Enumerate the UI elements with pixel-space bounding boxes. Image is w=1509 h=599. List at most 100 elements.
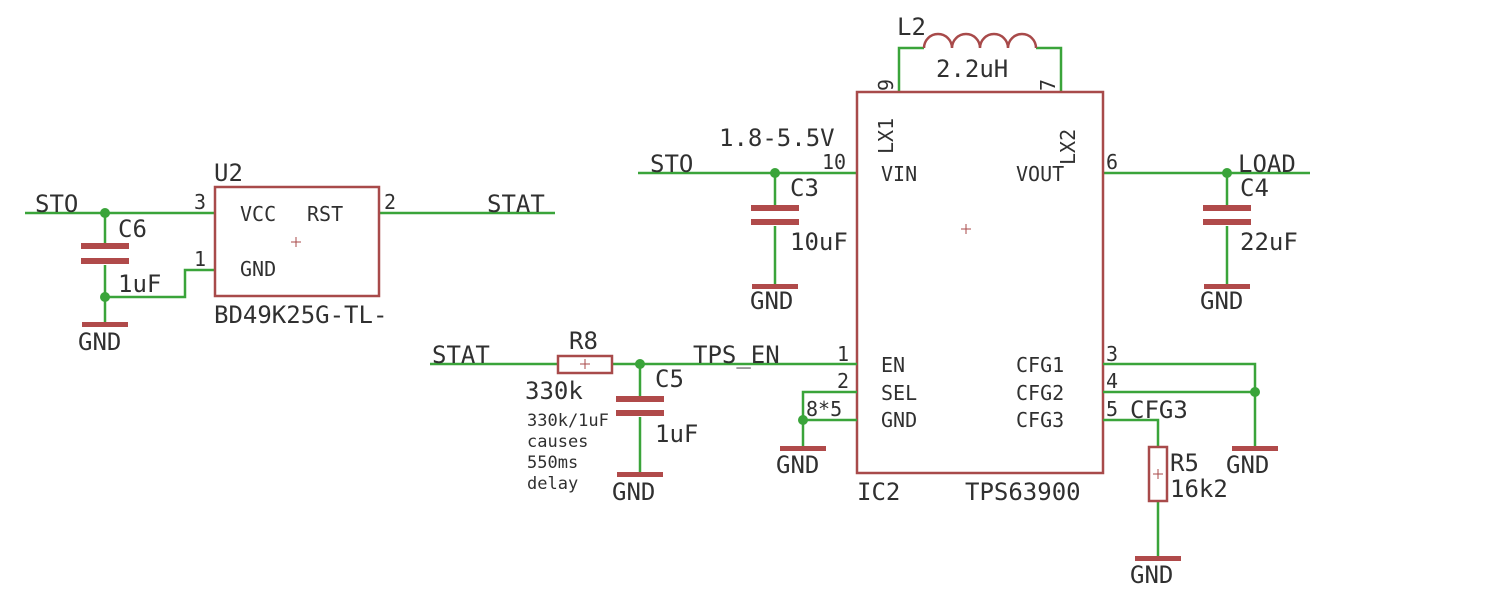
cfg3-wire[interactable]: [1103, 418, 1160, 447]
u2-origin-cross: [291, 237, 301, 247]
c5-plate-bottom[interactable]: [616, 410, 664, 416]
ic2-section: L2 2.2uH LX1 LX2 9 7 VIN VOUT EN SEL GND…: [638, 13, 1310, 506]
ic2-pin-sel: SEL: [881, 381, 917, 405]
u2-value: BD49K25G-TL-: [214, 301, 387, 329]
u2-gnd-wire[interactable]: [105, 268, 215, 299]
delay-note-line-3: 550ms: [527, 453, 578, 473]
net-label-stat-r8: STAT: [432, 341, 490, 369]
sel-gnd-wire[interactable]: [801, 390, 857, 447]
junction-c6-gnd: [100, 292, 110, 302]
l2-designator: L2: [897, 13, 926, 41]
u2-pin-number-vcc: 3: [194, 190, 206, 214]
ic2-pin-number-cfg1: 3: [1106, 342, 1118, 366]
c4-designator: C4: [1240, 174, 1269, 202]
ic2-value: TPS63900: [965, 478, 1081, 506]
delay-note-line-1: 330k/1uF: [527, 411, 609, 431]
c6-designator: C6: [118, 215, 147, 243]
u2-pin-number-gnd: 1: [194, 247, 206, 271]
ic2-origin-cross: [961, 224, 971, 234]
junction-sto-c6: [100, 208, 110, 218]
u2-pin-gnd: GND: [240, 257, 276, 281]
r8-body[interactable]: [556, 354, 614, 375]
ic2-body[interactable]: [855, 90, 1105, 475]
gnd-symbol-sel[interactable]: [780, 446, 826, 451]
gnd-label-sel: GND: [776, 451, 819, 479]
ic2-pin-number-cfg3: 5: [1106, 397, 1118, 421]
enable-section: R8 330k 330k/1uF causes 550ms delay C5 1…: [430, 327, 857, 506]
gnd-symbol-c5[interactable]: [617, 472, 663, 477]
junction-cfg: [1250, 387, 1260, 397]
junction-sto-c3: [770, 168, 780, 178]
gnd-label-cfg: GND: [1226, 451, 1269, 479]
ic2-pin-number-vout: 6: [1106, 150, 1118, 174]
gnd-label-c3: GND: [750, 287, 793, 315]
c5-value: 1uF: [655, 420, 698, 448]
junction-sel-gnd: [798, 415, 808, 425]
u2-section: VCC RST GND 3 2 1 U2 BD49K25G-TL- C6 1uF…: [25, 159, 555, 356]
c4-value: 22uF: [1240, 228, 1298, 256]
ic2-pin-vout: VOUT: [1016, 162, 1064, 186]
gnd-label-c4: GND: [1200, 287, 1243, 315]
net-label-stat-u2: STAT: [487, 190, 545, 218]
gnd-label-r5: GND: [1130, 561, 1173, 589]
r8-designator: R8: [569, 327, 598, 355]
u2-body[interactable]: [213, 185, 381, 298]
ic2-pin-number-cfg2: 4: [1106, 369, 1118, 393]
ic2-pin-lx2: LX2: [1056, 129, 1080, 165]
u2-designator: U2: [214, 159, 243, 187]
cfg1-wire[interactable]: [1103, 362, 1257, 447]
r8-value: 330k: [525, 377, 583, 405]
net-label-sto-left: STO: [35, 190, 78, 218]
ic2-pin-cfg3: CFG3: [1016, 408, 1064, 432]
l2-wire-right[interactable]: [1036, 46, 1063, 92]
u2-pin-number-rst: 2: [384, 190, 396, 214]
cfg-section: GND CFG3 R5 16k2 GND: [1103, 362, 1278, 589]
ic2-designator: IC2: [857, 478, 900, 506]
gnd-symbol-c3[interactable]: [752, 284, 798, 289]
gnd-symbol-c4[interactable]: [1204, 284, 1250, 289]
gnd-symbol-r5[interactable]: [1135, 556, 1181, 561]
ic2-pin-number-lx1: 9: [874, 79, 898, 91]
c5-designator: C5: [655, 365, 684, 393]
ic2-pin-cfg2: CFG2: [1016, 381, 1064, 405]
c3-plate-bottom[interactable]: [751, 219, 799, 225]
r8-origin-cross: [580, 359, 590, 369]
c6-plate-bottom[interactable]: [81, 258, 129, 264]
r5-origin-cross: [1153, 469, 1163, 479]
net-label-cfg3: CFG3: [1130, 396, 1188, 424]
ic2-pin-lx1: LX1: [874, 118, 898, 154]
ic2-pin-number-sel: 2: [837, 369, 849, 393]
l2-wire-left[interactable]: [897, 46, 924, 92]
delay-note-line-2: causes: [527, 432, 588, 452]
junction-r8-c5: [635, 359, 645, 369]
c4-plate-top[interactable]: [1203, 205, 1251, 211]
c3-plate-top[interactable]: [751, 205, 799, 211]
ic2-pin-en: EN: [881, 353, 905, 377]
net-label-tps-en: TPS_EN: [693, 341, 780, 369]
r5-body[interactable]: [1147, 445, 1169, 503]
ic2-pin-number-gnd: 8*5: [806, 397, 842, 421]
gnd-label-c5: GND: [612, 478, 655, 506]
ic2-pin-number-vin: 10: [822, 150, 846, 174]
gnd-label-c6: GND: [78, 328, 121, 356]
c5-plate-top[interactable]: [616, 396, 664, 402]
c4-plate-bottom[interactable]: [1203, 219, 1251, 225]
u2-pin-vcc: VCC: [240, 202, 276, 226]
net-label-voltage-range: 1.8-5.5V: [719, 124, 835, 152]
l2-coil[interactable]: [922, 32, 1038, 49]
net-label-sto-ic2: STO: [650, 150, 693, 178]
c3-value: 10uF: [790, 228, 848, 256]
c3-designator: C3: [790, 174, 819, 202]
ic2-pin-gnd: GND: [881, 408, 917, 432]
junction-load-c4: [1222, 168, 1232, 178]
c6-plate-top[interactable]: [81, 243, 129, 249]
r5-value: 16k2: [1170, 475, 1228, 503]
net-label-load: LOAD: [1238, 150, 1296, 178]
ic2-pin-cfg1: CFG1: [1016, 353, 1064, 377]
ic2-pin-vin: VIN: [881, 162, 917, 186]
gnd-symbol-cfg[interactable]: [1232, 446, 1278, 451]
c6-value: 1uF: [118, 270, 161, 298]
u2-pin-rst: RST: [307, 202, 343, 226]
gnd-symbol-c6[interactable]: [82, 322, 128, 327]
